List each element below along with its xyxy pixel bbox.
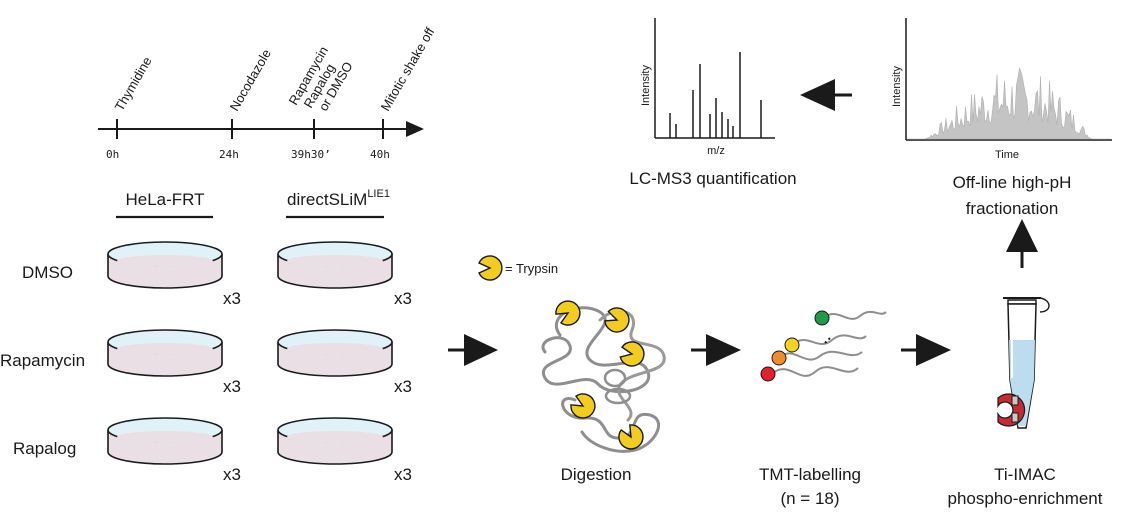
dish-direct-rapamycin bbox=[277, 329, 393, 377]
replicates-label: x3 bbox=[223, 465, 241, 484]
flow-arrows bbox=[448, 79, 1038, 366]
header-hela-frt: HeLa-FRT bbox=[125, 190, 204, 209]
event-nocodazole: Nocodazole bbox=[227, 47, 274, 114]
replicates-label: x3 bbox=[223, 289, 241, 308]
step-tmt-n: (n = 18) bbox=[780, 489, 839, 508]
arrow-right-icon bbox=[691, 334, 741, 366]
chromatogram-x-label: Time bbox=[995, 149, 1019, 161]
time-0h: 0h bbox=[106, 148, 119, 161]
ti-imac-illustration: Ti-IMAC phospho-enrichment bbox=[948, 297, 1103, 508]
replicates-label: x3 bbox=[394, 377, 412, 396]
trypsin-legend-label: = Trypsin bbox=[505, 261, 558, 276]
header-directslim: directSLiMLIE1 bbox=[287, 188, 390, 209]
step-tmt-labelling: TMT-labelling bbox=[759, 465, 861, 484]
dish-direct-dmso bbox=[277, 241, 393, 289]
condition-rapalog: Rapalog bbox=[13, 439, 76, 458]
chromatogram-peaks bbox=[907, 66, 1110, 140]
trypsin-icon bbox=[478, 255, 503, 281]
replicates-label: x3 bbox=[394, 289, 412, 308]
time-24h: 24h bbox=[219, 148, 239, 161]
tmt-illustration: TMT-labelling (n = 18) bbox=[759, 310, 887, 508]
timeline-arrowhead bbox=[406, 121, 424, 137]
arrow-left-icon bbox=[800, 79, 852, 111]
dish-grid: x3 x3 x3 x3 x3 x3 bbox=[107, 241, 412, 484]
dish-hela-rapamycin bbox=[107, 329, 223, 377]
event-mitotic-shake-off: Mitotic shake off bbox=[378, 25, 438, 114]
step-fractionation-line1: Off-line high-pH bbox=[953, 173, 1072, 192]
digestion-illustration: Digestion bbox=[541, 295, 666, 484]
spectrum-y-label: Intensity bbox=[640, 65, 652, 106]
arrow-up-icon bbox=[1006, 219, 1038, 268]
condition-dmso: DMSO bbox=[22, 263, 73, 282]
trypsin-icon bbox=[601, 304, 633, 337]
chromatogram: Intensity Time Off-line high-pH fraction… bbox=[891, 18, 1112, 218]
arrow-right-icon bbox=[901, 334, 951, 366]
replicates-label: x3 bbox=[223, 377, 241, 396]
replicates-label: x3 bbox=[394, 465, 412, 484]
condition-rapamycin: Rapamycin bbox=[0, 351, 85, 370]
chromatogram-y-label: Intensity bbox=[891, 66, 903, 107]
tmt-tag-green bbox=[814, 310, 830, 326]
time-39h30: 39h30’ bbox=[291, 148, 331, 161]
dish-hela-rapalog bbox=[107, 417, 223, 465]
chromatogram-trace bbox=[907, 66, 1110, 140]
event-thymidine: Thymidine bbox=[112, 54, 155, 113]
time-40h: 40h bbox=[370, 148, 390, 161]
tmt-tag-red bbox=[760, 366, 776, 382]
magnet-icon bbox=[997, 393, 1026, 427]
dish-direct-rapalog bbox=[277, 417, 393, 465]
tmt-tag-orange bbox=[771, 350, 787, 366]
step-lc-ms3: LC-MS3 quantification bbox=[629, 169, 796, 188]
step-fractionation-line2: fractionation bbox=[966, 199, 1059, 218]
trypsin-legend: = Trypsin bbox=[478, 255, 558, 281]
step-phospho-enrichment: phospho-enrichment bbox=[948, 489, 1103, 508]
dish-hela-dmso bbox=[107, 241, 223, 289]
tmt-tag-yellow bbox=[784, 337, 800, 353]
spectrum-x-label: m/z bbox=[707, 145, 725, 157]
timeline: Thymidine Nocodazole Rapamycin Rapalog o… bbox=[98, 25, 438, 161]
arrow-right-icon bbox=[448, 334, 498, 366]
step-ti-imac: Ti-IMAC bbox=[994, 465, 1056, 484]
ms-spectrum: Intensity m/z LC-MS3 quantification bbox=[629, 18, 797, 188]
step-digestion: Digestion bbox=[561, 465, 632, 484]
conditions: DMSO Rapamycin Rapalog bbox=[0, 263, 85, 458]
cell-line-headers: HeLa-FRT directSLiMLIE1 bbox=[116, 188, 390, 219]
